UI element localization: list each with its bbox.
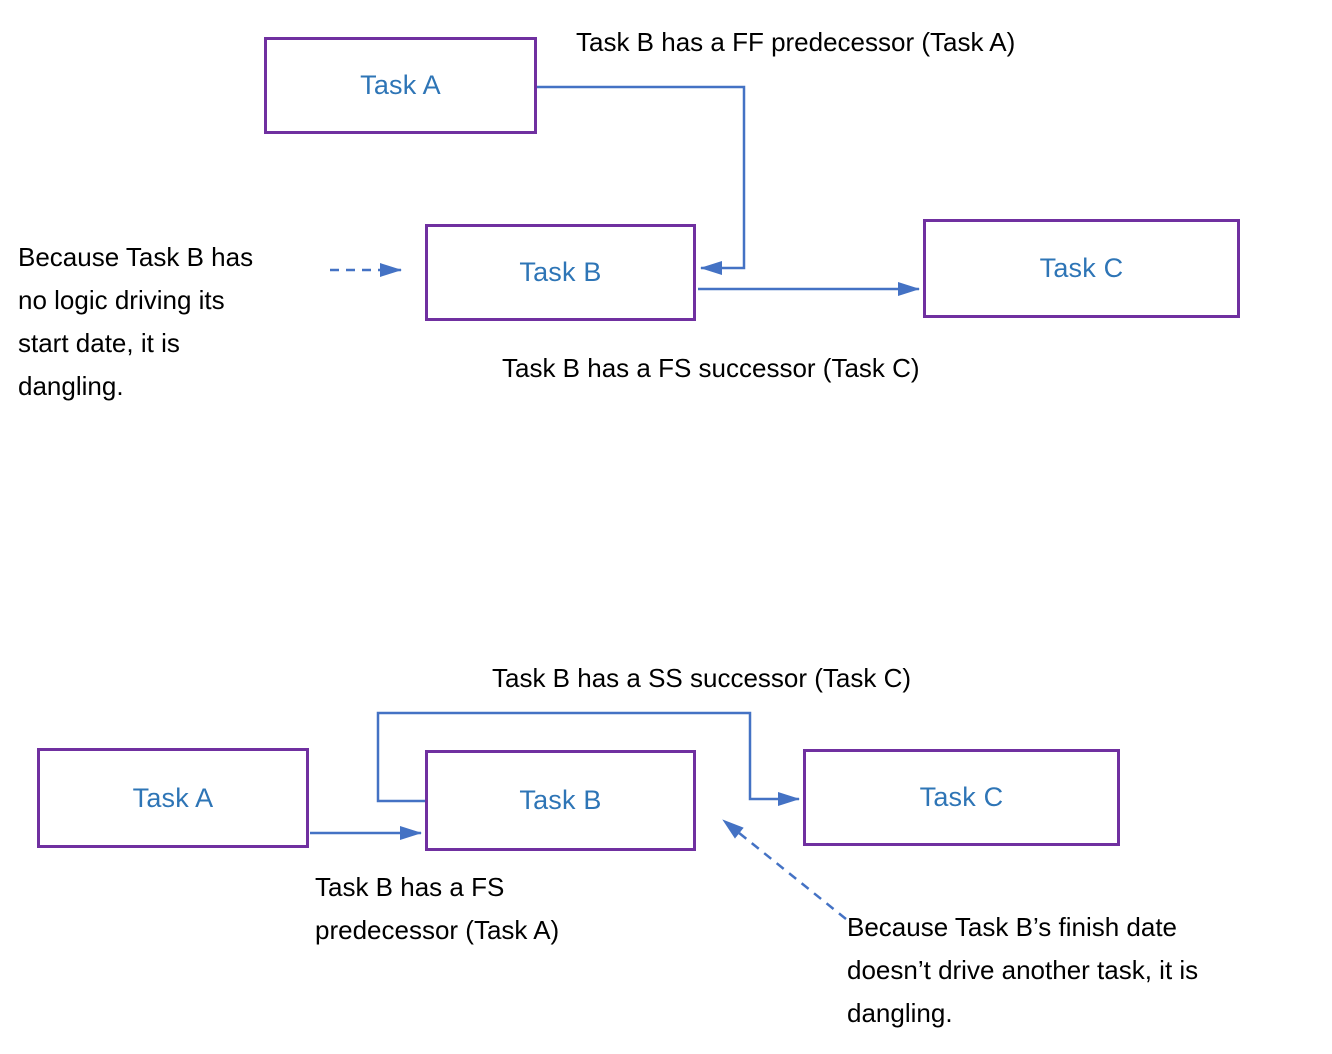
note-line: doesn’t drive another task, it is bbox=[847, 955, 1199, 985]
note-line: Task B has a FS bbox=[315, 872, 505, 902]
top-task-a-box: Task A bbox=[264, 37, 537, 134]
note-line: no logic driving its bbox=[18, 285, 225, 315]
top-task-b-box: Task B bbox=[425, 224, 696, 321]
note-line: start date, it is bbox=[18, 328, 180, 358]
top-ff-annotation: Task B has a FF predecessor (Task A) bbox=[576, 27, 1016, 57]
bottom-task-c-box: Task C bbox=[803, 749, 1120, 846]
note-line: dangling. bbox=[847, 998, 953, 1028]
note-line: Because Task B has bbox=[18, 242, 254, 272]
bottom-task-c-label: Task C bbox=[919, 782, 1004, 812]
bottom-task-b-label: Task B bbox=[519, 785, 602, 815]
top-fs-annotation: Task B has a FS successor (Task C) bbox=[502, 353, 920, 383]
note-line: predecessor (Task A) bbox=[315, 915, 560, 945]
top-task-b-label: Task B bbox=[519, 257, 602, 287]
top-task-a-label: Task A bbox=[360, 70, 441, 100]
top-dangling-note: Because Task B has no logic driving its … bbox=[18, 236, 253, 408]
bottom-ss-annotation: Task B has a SS successor (Task C) bbox=[492, 663, 912, 693]
bottom-dangling-note: Because Task B’s finish date doesn’t dri… bbox=[847, 906, 1198, 1035]
note-line: dangling. bbox=[18, 371, 124, 401]
top-task-c-box: Task C bbox=[923, 219, 1240, 318]
bottom-fs-annotation: Task B has a FS predecessor (Task A) bbox=[315, 866, 559, 952]
bottom-task-a-label: Task A bbox=[132, 782, 214, 813]
top-task-c-label: Task C bbox=[1039, 253, 1124, 283]
note-line: Because Task B’s finish date bbox=[847, 912, 1178, 942]
bottom-task-b-box: Task B bbox=[425, 750, 696, 851]
bottom-task-a-box: Task A bbox=[37, 748, 309, 848]
